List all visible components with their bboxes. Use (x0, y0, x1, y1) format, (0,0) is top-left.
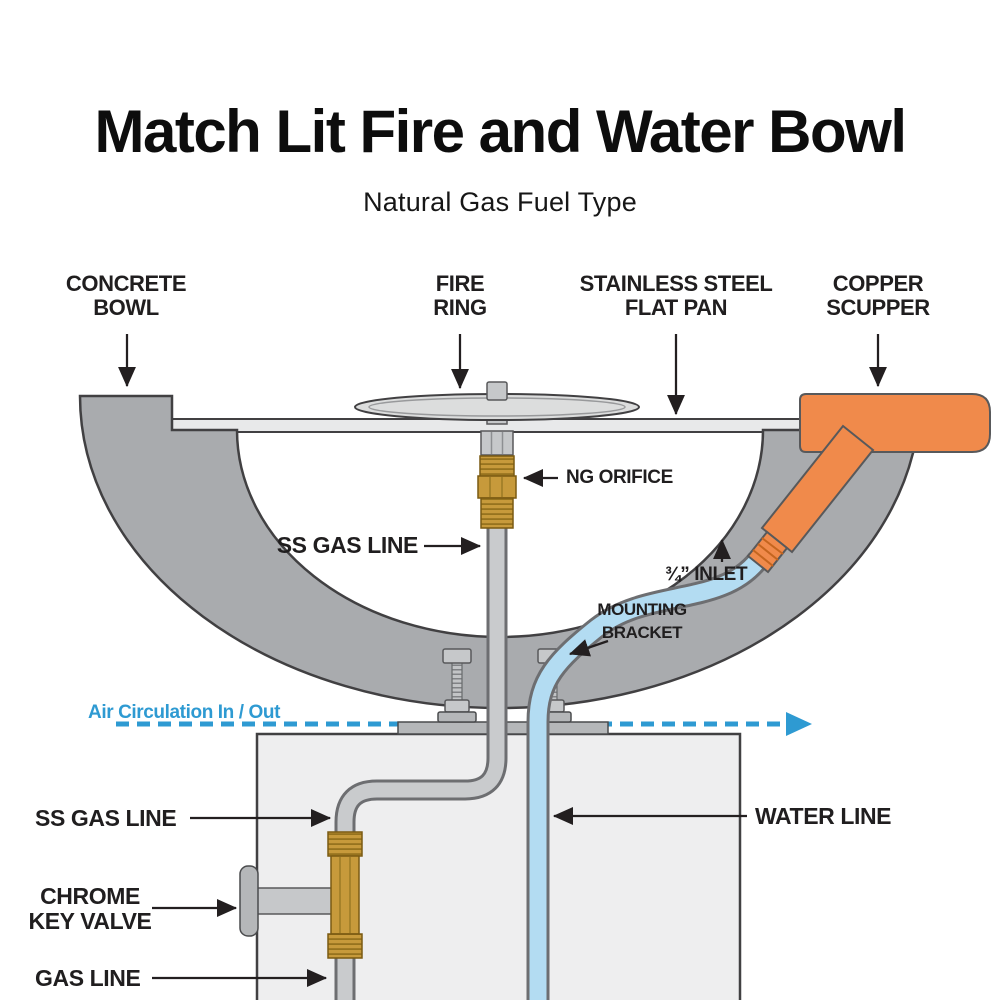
ng-orifice-fitting (477, 455, 517, 529)
label-line: COPPER (832, 271, 924, 296)
key-valve-fitting (327, 831, 363, 959)
label-chrome-key-valve: CHROME KEY VALVE (29, 884, 152, 933)
label-fire-ring: FIRE RING (433, 271, 487, 320)
air-flow-arrow (116, 712, 812, 736)
label-water-line: WATER LINE (755, 803, 892, 829)
label-line: FLAT PAN (624, 294, 728, 320)
label-ng-orifice: NG ORIFICE (566, 467, 673, 488)
fire-ring-shape (354, 381, 640, 425)
label-gas-line: GAS LINE (35, 965, 141, 991)
arrow-mounting-bracket (568, 639, 609, 657)
label-copper-scupper: COPPER SCUPPER (826, 272, 930, 319)
chrome-key-valve-shape (239, 865, 333, 937)
water-line-pipe (526, 552, 768, 1000)
label-stainless-steel-flat-pan: STAINLESS STEEL FLAT PAN (580, 272, 773, 319)
page-subtitle: Natural Gas Fuel Type (363, 187, 637, 217)
label-ss-gas-line-upper: SS GAS LINE (276, 532, 419, 558)
label-line: BRACKET (601, 622, 683, 642)
copper-scupper-shape (746, 393, 991, 574)
header: Match Lit Fire and Water Bowl Natural Ga… (0, 100, 1000, 218)
label-line: STAINLESS STEEL (579, 271, 773, 296)
label-line: SCUPPER (826, 294, 930, 320)
coupling-nut (480, 430, 514, 456)
fire-ring-cap (486, 381, 508, 401)
inlet-connector (746, 530, 789, 574)
label-line: MOUNTING (597, 600, 687, 619)
gas-line-pipe (334, 446, 508, 1000)
label-line: BOWL (93, 294, 159, 320)
label-air-circulation: Air Circulation In / Out (88, 702, 281, 723)
label-ss-gas-line-lower: SS GAS LINE (35, 805, 177, 831)
page-title: Match Lit Fire and Water Bowl (94, 98, 907, 165)
label-line: CONCRETE (65, 271, 187, 296)
label-line: KEY VALVE (28, 907, 152, 934)
label-arrows (118, 334, 887, 987)
label-line: CHROME (40, 883, 140, 909)
label-mounting-bracket: MOUNTING BRACKET (597, 599, 687, 645)
label-concrete-bowl: CONCRETE BOWL (65, 271, 187, 320)
label-inlet: ¾” INLET (664, 564, 748, 585)
label-line: RING (433, 294, 487, 320)
label-line: FIRE (435, 271, 485, 296)
